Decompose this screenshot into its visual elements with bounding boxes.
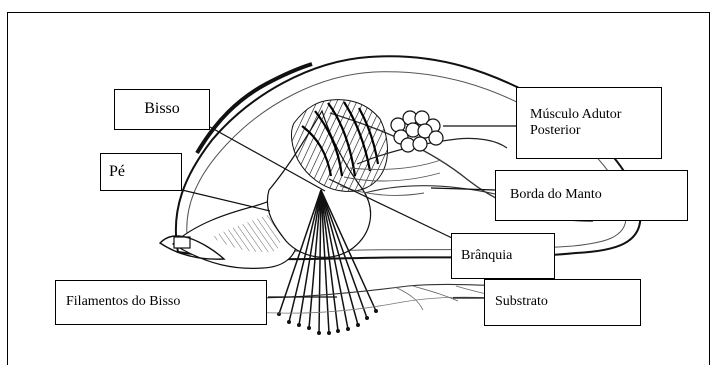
- label-pe: Pé: [100, 153, 182, 191]
- siphon-rect: [174, 237, 190, 248]
- label-bisso: Bisso: [114, 89, 210, 130]
- label-substrato: Substrato: [484, 279, 641, 326]
- adductor-muscle: [391, 111, 443, 152]
- label-borda-do-manto: Borda do Manto: [495, 170, 688, 221]
- label-filamentos-do-bisso: Filamentos do Bisso: [55, 280, 267, 325]
- label-branquia: Brânquia: [451, 233, 555, 279]
- label-musculo-adutor-posterior: Músculo Adutor Posterior: [516, 87, 662, 159]
